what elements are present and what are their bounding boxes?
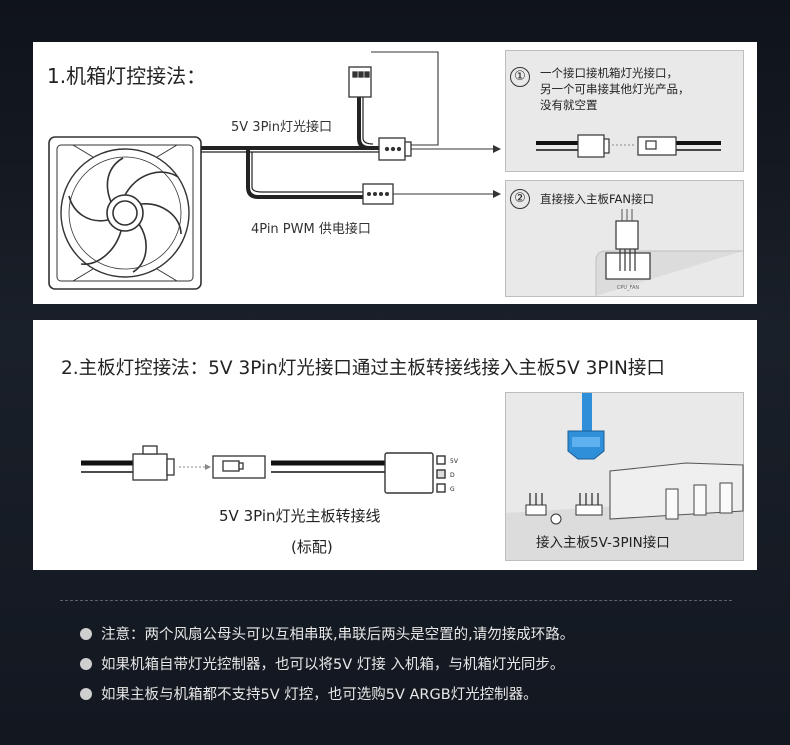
label-3pin-light: 5V 3Pin灯光接口	[231, 120, 332, 135]
bullet-icon	[80, 688, 92, 700]
motherboard-lighting-panel: 2.主板灯控接法：5V 3Pin灯光接口通过主板转接线接入主板5V 3PIN接口…	[33, 320, 757, 570]
box2-text: 直接接入主板FAN接口	[540, 192, 655, 206]
note-item-2: 如果机箱自带灯光控制器，也可以将5V 灯接 入机箱，与机箱灯光同步。	[80, 653, 564, 674]
fan-icon	[48, 136, 202, 290]
note-item-1: 注意：两个风扇公母头可以互相串联,串联后两头是空置的,请勿接成环路。	[80, 623, 574, 644]
arrow-to-box2	[493, 190, 501, 198]
3pin-top-connector	[348, 66, 372, 98]
adapter-plug	[384, 452, 446, 494]
note-text-1: 注意：两个风扇公母头可以互相串联,串联后两头是空置的,请勿接成环路。	[101, 627, 575, 643]
adapter-cable-diagram: 5V D G	[81, 445, 459, 494]
note-item-3: 如果主板与机箱都不支持5V 灯控，也可选购5V ARGB灯光控制器。	[80, 683, 538, 704]
bullet-icon	[80, 628, 92, 640]
4pin-connector	[362, 183, 394, 205]
box1-line-2: 另一个可串接其他灯光产品，	[540, 82, 690, 96]
pin-label-g: G	[450, 486, 455, 493]
cpu-fan-marking: CPU_FAN	[617, 285, 640, 291]
bullet-icon	[80, 658, 92, 670]
blue-connector	[567, 393, 605, 460]
case-lighting-panel: 1.机箱灯控接法：	[33, 42, 757, 304]
fan-cables	[201, 97, 379, 199]
pin-label-d: D	[450, 472, 455, 479]
3pin-mid-connector	[378, 137, 412, 161]
box3-header-diagram	[506, 393, 744, 560]
note-text-2: 如果机箱自带灯光控制器，也可以将5V 灯接 入机箱，与机箱灯光同步。	[101, 657, 565, 673]
box-motherboard-3pin: 接入主板5V-3PIN接口	[505, 392, 744, 561]
notes-divider	[60, 600, 732, 601]
box2-number: ②	[510, 189, 530, 209]
box1-line-1: 一个接口接机箱灯光接口，	[540, 66, 678, 80]
box1-number: ①	[510, 67, 530, 87]
note-text-3: 如果主板与机箱都不支持5V 灯控，也可选购5V ARGB灯光控制器。	[101, 687, 538, 703]
label-4pin-pwm: 4Pin PWM 供电接口	[251, 222, 371, 237]
female-connector	[132, 445, 175, 481]
case-wiring-diagram	[48, 51, 501, 290]
box-case-light-port: ① 一个接口接机箱灯光接口， 另一个可串接其他灯光产品， 没有就空置	[505, 50, 744, 172]
section2-title: 2.主板灯控接法：5V 3Pin灯光接口通过主板转接线接入主板5V 3PIN接口	[61, 358, 665, 379]
box3-caption: 接入主板5V-3PIN接口	[536, 535, 670, 551]
box1-connector-diagram	[536, 134, 721, 158]
box-motherboard-fan: ② 直接接入主板FAN接口 CPU_FAN	[505, 180, 744, 297]
pin-label-5v: 5V	[450, 458, 459, 465]
box2-fan-header-diagram: CPU_FAN	[595, 209, 743, 296]
box1-line-3: 没有就空置	[540, 98, 598, 112]
adapter-cable-label: 5V 3Pin灯光主板转接线	[219, 507, 381, 525]
leader-lines	[371, 51, 493, 195]
section1-title: 1.机箱灯控接法：	[47, 64, 207, 88]
male-connector	[212, 455, 266, 479]
arrow-to-box1	[493, 145, 501, 153]
adapter-cable-note: (标配)	[291, 538, 333, 556]
